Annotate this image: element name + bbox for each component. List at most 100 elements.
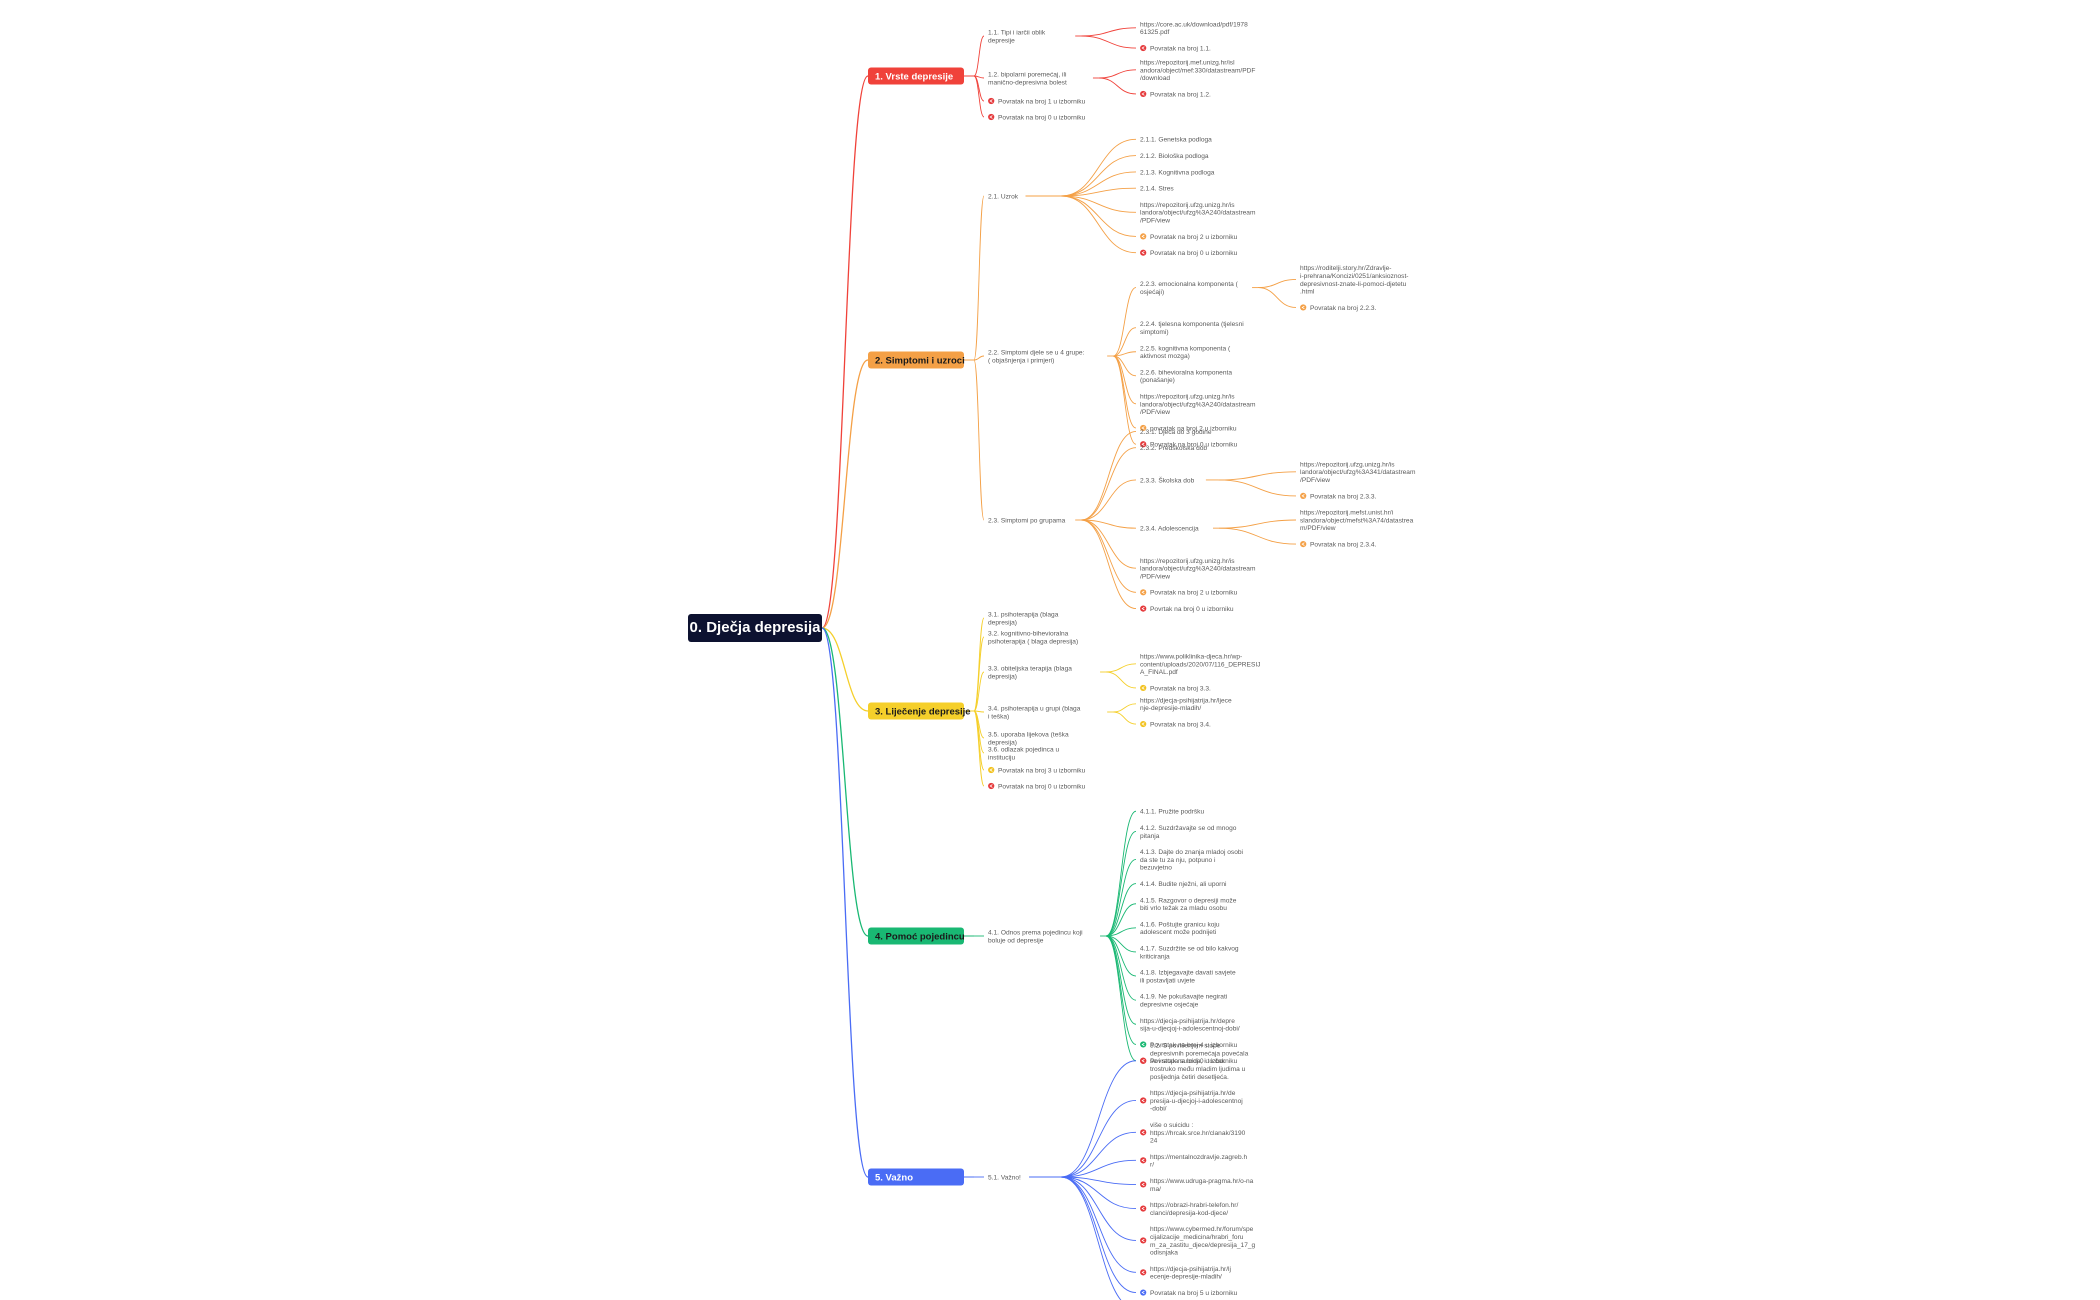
topic-item[interactable]: 2.1.3. Kognitivna podloga	[1140, 169, 1215, 176]
topic-item[interactable]: https://www.poliklinika-djeca.hr/wp-cont…	[1140, 653, 1260, 676]
topic-label: Povratak na broj 0 u izborniku	[998, 783, 1086, 790]
back-link-item[interactable]: Povratak na broj 1.2.	[1140, 90, 1211, 99]
topic-item[interactable]: 4.1.1. Pružite podršku	[1140, 809, 1204, 816]
back-link-item[interactable]: Povratak na broj 0 u izborniku	[1140, 249, 1238, 258]
connector-line	[973, 617, 985, 712]
back-link-item[interactable]: Povratak na broj 2.3.4.	[1300, 541, 1377, 549]
back-link-item[interactable]: Povratak na broj 1 u izborniku	[988, 97, 1086, 106]
back-link-item[interactable]: Povratak na broj 1.1.	[1140, 44, 1211, 53]
branch-node-5[interactable]: 5. Važno	[868, 1168, 964, 1186]
branch-node-2[interactable]: 2. Simptomi i uzroci	[868, 351, 965, 369]
topic-item[interactable]: https://roditelji.story.hr/Zdravlje-i-pr…	[1300, 265, 1409, 295]
back-link-item[interactable]: Povratak na broj 0 u izborniku	[988, 113, 1086, 122]
topic-label: Povratak na broj 0 u izborniku	[1150, 250, 1238, 257]
back-link-item[interactable]: Povrtak na broj 0 u izborniku	[1140, 605, 1234, 614]
connector-line	[821, 75, 869, 629]
back-link-item[interactable]: Povratak na broj 2.2.3.	[1300, 304, 1377, 312]
topic-item[interactable]: 2.2.3. emocionalna komponenta (osjećaji)	[1140, 281, 1239, 296]
topic-item[interactable]: 2.3.4. Adolescencija	[1140, 526, 1199, 533]
topic-label: Povratak na broj 2 u izborniku	[1150, 590, 1238, 597]
back-link-item[interactable]: Povratak na broj 4 u izborniku	[1140, 1041, 1238, 1049]
back-link-item[interactable]: Povratak na broj 0 u izborniku	[988, 782, 1086, 791]
topic-item[interactable]: 5.1. Važno!	[988, 1174, 1021, 1181]
topic-label: 4.1.1. Pružite podršku	[1140, 809, 1204, 816]
back-link-item[interactable]: Povratak na broj 2 u izborniku	[1140, 233, 1238, 241]
connector-line	[1113, 351, 1137, 357]
back-link-item[interactable]: https://obrazi-hrabri-telefon.hr/clanci/…	[1140, 1202, 1238, 1217]
root-node[interactable]: 0. Dječja depresija	[688, 614, 822, 642]
topic-item[interactable]: 4.1.4. Budite nježni, ali uporni	[1140, 881, 1227, 888]
back-link-item[interactable]: Povratak na broj 5 u izborniku	[1140, 1289, 1238, 1297]
back-arrow-glyph	[1141, 1290, 1145, 1295]
back-arrow-glyph	[1141, 250, 1145, 255]
connector-line	[1060, 1131, 1137, 1178]
back-link-item[interactable]: Povratak na broj 3.4.	[1140, 720, 1211, 729]
back-link-item[interactable]: Povratak na broj 2.3.3.	[1300, 492, 1377, 501]
branch-node-3[interactable]: 3. Liječenje depresije	[868, 702, 971, 720]
topic-item[interactable]: 2.3. Simptomi po grupama	[988, 517, 1066, 524]
back-link-item[interactable]: Povratak na broj 3.3.	[1140, 684, 1211, 692]
connector-line	[1106, 927, 1137, 937]
topic-item[interactable]: 2.1. Uzrok	[988, 193, 1019, 200]
back-arrow-glyph	[989, 99, 993, 103]
topic-item[interactable]: 2.1.4. Stres	[1140, 186, 1174, 193]
connector-line	[1105, 859, 1137, 937]
branch-box	[868, 1168, 964, 1186]
back-link-item[interactable]: povratak na broj 2 u izborniku	[1140, 424, 1237, 433]
topic-item[interactable]: 2.3.2. Predškolska dob	[1140, 445, 1207, 452]
topic-item[interactable]: 2.1.1. Genetska podloga	[1140, 137, 1212, 144]
back-arrow-glyph	[1141, 1059, 1145, 1063]
branch-node-1[interactable]: 1. Vrste depresije	[868, 67, 964, 85]
topic-item[interactable]: 2.2.5. kognitivna komponenta (aktivnost …	[1140, 345, 1231, 360]
back-link-item[interactable]: više o suicidu :https://hrcak.srce.hr/cl…	[1140, 1122, 1246, 1145]
topic-item[interactable]: 2.1.2. Biološka podloga	[1140, 153, 1209, 160]
back-link-item[interactable]: Povratak na broj 2 u izborniku	[1140, 589, 1238, 597]
connector-line	[1060, 195, 1137, 213]
topic-item[interactable]: 2.2. Simptomi djele se u 4 grupe:( objaš…	[988, 350, 1085, 365]
topic-item[interactable]: 2.2.6. bihevioralna komponenta(ponašanje…	[1140, 369, 1232, 384]
back-link-item[interactable]: Povratak na broj 3 u izborniku	[988, 766, 1086, 775]
topic-item[interactable]: 2.3.3. Školska dob	[1140, 475, 1195, 484]
back-link-item[interactable]: Povratak na broj 0 u izborniku	[1140, 441, 1238, 449]
branch-node-4[interactable]: 4. Pomoć pojedincu	[868, 927, 965, 945]
connector-line	[1081, 519, 1137, 593]
back-arrow-glyph	[1141, 1182, 1145, 1187]
topic-item[interactable]: 2.3.1. Djeca do 3 godine	[1140, 429, 1212, 436]
